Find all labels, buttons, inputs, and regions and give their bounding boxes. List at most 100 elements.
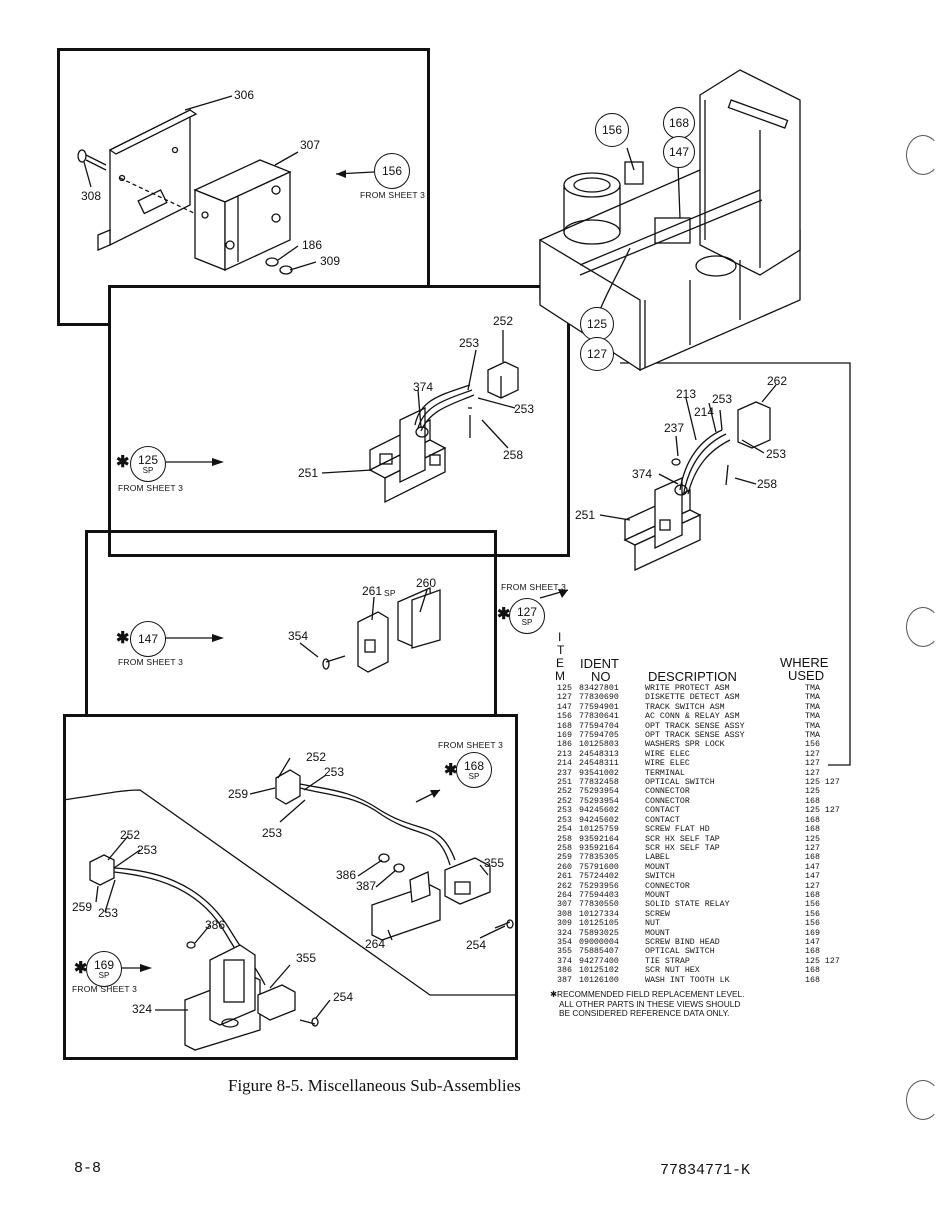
cell-item: 169 <box>557 731 572 741</box>
cell-ident: 77594403 <box>579 890 619 900</box>
binder-hole <box>906 1080 940 1120</box>
header-item-m: M <box>555 669 565 683</box>
part-label: 259 <box>228 787 249 801</box>
cell-used: 125 <box>805 834 820 844</box>
callout-127-overview: 127 <box>580 337 614 371</box>
recommended-star: ✱ <box>116 630 130 647</box>
header-where: WHERE <box>780 655 829 670</box>
cell-item: 324 <box>557 928 572 938</box>
cell-ident: 10125803 <box>579 740 619 750</box>
document-number: 77834771-K <box>660 1162 751 1179</box>
cell-desc: SCREW FLAT HD <box>645 825 710 835</box>
cell-desc: WIRE ELEC <box>645 749 690 759</box>
cell-item: 260 <box>557 862 572 872</box>
optical-switch-drawing <box>368 406 447 504</box>
header-description: DESCRIPTION <box>648 669 737 684</box>
cell-used: 168 <box>805 796 820 806</box>
cell-desc: SCR HX SELF TAP <box>645 834 720 844</box>
callout-number: 147 <box>137 632 159 646</box>
cell-item: 147 <box>557 702 572 712</box>
cell-desc: TRACK SWITCH ASM <box>645 702 725 712</box>
callout-156: 156 <box>374 153 410 189</box>
cell-ident: 77594705 <box>579 731 619 741</box>
cell-item: 252 <box>557 787 572 797</box>
cell-item: 374 <box>557 956 572 966</box>
cell-used: 147 <box>805 872 820 882</box>
cell-used: 156 <box>805 740 820 750</box>
part-label: 374 <box>632 467 653 481</box>
part-label: 260 <box>416 576 437 590</box>
cell-ident: 77832458 <box>579 778 619 788</box>
callout-168-overview: 168 <box>663 107 695 139</box>
cell-desc: WRITE PROTECT ASM <box>645 684 730 693</box>
cell-used: 147 <box>805 862 820 872</box>
cell-ident: 10125105 <box>579 919 619 929</box>
part-label: 252 <box>493 314 514 328</box>
part-label: 262 <box>767 374 788 388</box>
callout-sp: SP <box>468 771 480 781</box>
page-number: 8-8 <box>74 1160 102 1177</box>
cell-used: 125 <box>805 787 820 797</box>
callout-number: 127 <box>586 347 608 361</box>
cell-used: 127 <box>805 749 820 759</box>
header-used: USED <box>788 668 825 683</box>
recommended-star: ✱ <box>74 960 88 977</box>
cell-desc: OPT TRACK SENSE ASSY <box>645 721 745 731</box>
cell-item: 156 <box>557 712 572 722</box>
cell-used: TMA <box>805 712 820 722</box>
cell-desc: SCREW BIND HEAD <box>645 937 720 947</box>
cell-desc: NUT <box>645 919 660 929</box>
header-item-t: T <box>557 643 565 657</box>
cell-desc: TERMINAL <box>645 768 685 778</box>
cell-desc: CONNECTOR <box>645 881 690 891</box>
cell-used: 125 127 <box>805 806 840 816</box>
callout-number: 147 <box>668 145 690 159</box>
recommended-star: ✱ <box>444 762 458 779</box>
callout-sp: SP <box>142 465 154 475</box>
connector-252-drawing <box>89 854 115 886</box>
connector-262-drawing <box>737 401 771 449</box>
part-label: 354 <box>288 629 309 643</box>
callout-number: 156 <box>381 164 403 178</box>
cell-used: 156 <box>805 919 820 929</box>
cell-item: 387 <box>557 975 572 985</box>
cell-item: 258 <box>557 834 572 844</box>
cell-ident: 09000004 <box>579 937 619 947</box>
cell-ident: 77835305 <box>579 853 619 863</box>
callout-number: 127 <box>516 604 538 619</box>
part-label: 259 <box>72 900 93 914</box>
optical-switch-355b-drawing <box>257 984 296 1021</box>
callout-number: 168 <box>668 116 690 130</box>
cell-used: 168 <box>805 825 820 835</box>
cell-ident: 75791600 <box>579 862 619 872</box>
callout-147: 147 <box>130 621 166 657</box>
header-item-e: E <box>556 656 565 670</box>
part-label: 186 <box>302 238 323 252</box>
optical-switch-251b-drawing <box>623 476 702 572</box>
cell-item: 259 <box>557 853 572 863</box>
cell-item: 168 <box>557 721 572 731</box>
part-label: 252 <box>306 750 327 764</box>
cell-desc: WIRE ELEC <box>645 759 690 769</box>
cell-desc: SOLID STATE RELAY <box>645 900 730 910</box>
connector-drawing <box>487 361 519 399</box>
part-label: 253 <box>712 392 733 406</box>
part-label: 254 <box>466 938 487 952</box>
callout-156-overview: 156 <box>595 113 629 147</box>
cell-desc: CONTACT <box>645 806 680 816</box>
